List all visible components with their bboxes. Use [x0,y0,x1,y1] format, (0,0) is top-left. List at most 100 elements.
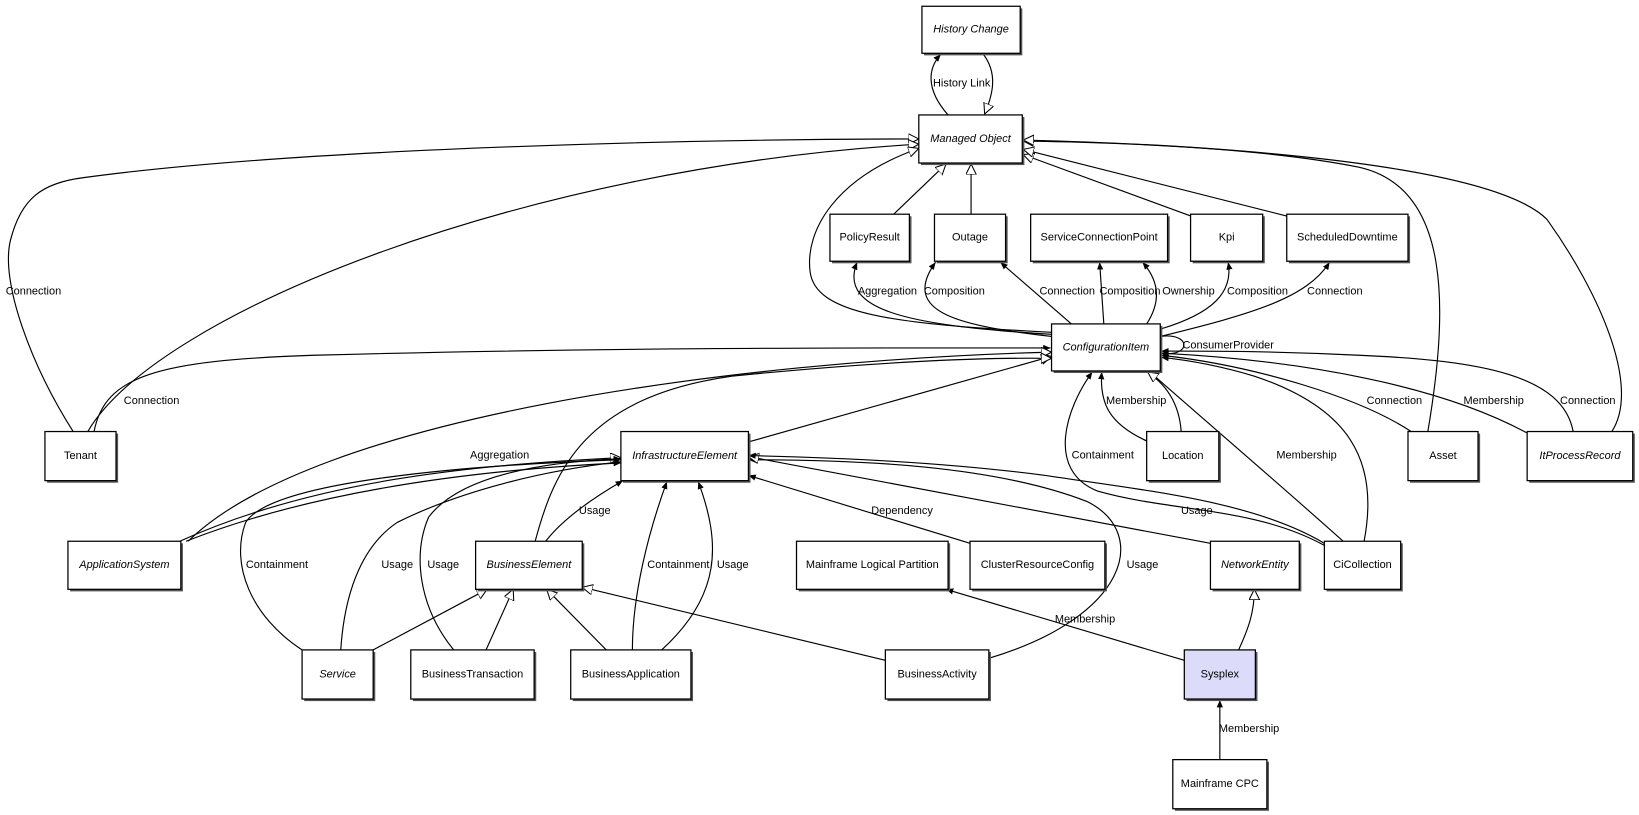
edge-tenant-mo [87,144,919,432]
class-business-transaction[interactable]: BusinessTransaction [410,649,537,702]
class-name: BusinessApplication [582,668,680,680]
class-outage[interactable]: Outage [933,213,1008,264]
label-bt-usage: Usage [427,559,459,571]
edge-kpi-mo [1023,155,1192,217]
class-business-element[interactable]: BusinessElement [474,540,585,592]
class-location[interactable]: Location [1146,430,1221,483]
class-configuration-item[interactable]: ConfigurationItem [1050,323,1163,374]
edge-ipr-ci-connection [1161,347,1574,432]
class-asset[interactable]: Asset [1407,430,1481,483]
class-name: Mainframe CPC [1181,778,1259,790]
label-ci-scp-ownership: Ownership [1162,285,1214,297]
class-history-change[interactable]: History Change [921,5,1023,56]
label-ci-outage-composition: Composition [924,285,985,297]
label-be-ie-usage: Usage [579,505,611,517]
class-name: ItProcessRecord [1539,450,1621,462]
box-frame [1407,430,1479,482]
box-frame [829,213,911,262]
class-name: ScheduledDowntime [1297,232,1398,244]
edge-ci-scp-composition [1097,262,1105,324]
class-name: History Change [933,24,1009,36]
class-name: Sysplex [1201,668,1240,680]
label-ci-policy-aggregation: Aggregation [858,285,917,297]
class-mainframe-logical-partition[interactable]: Mainframe Logical Partition [795,540,951,592]
edge-be-ci [534,358,1051,542]
edge-ba-be [547,589,607,651]
class-business-activity[interactable]: BusinessActivity [884,649,991,702]
edge-policyresult-mo [893,164,946,215]
box-frame [1050,323,1161,372]
class-name: Managed Object [930,133,1011,145]
label-cic-containment: Containment [1072,449,1134,461]
edge-ci-policyresult [851,262,1052,335]
class-kpi[interactable]: Kpi [1189,213,1265,264]
box-frame [921,5,1021,54]
edge-service-be [372,589,487,651]
label-ci-consumer-provider: ConsumerProvider [1182,340,1274,352]
class-it-process-record[interactable]: ItProcessRecord [1526,430,1635,483]
edge-networkentity-ie [748,457,1211,544]
class-name: BusinessElement [487,559,573,571]
box-frame [410,649,535,700]
box-frame [969,540,1106,590]
class-name: CiCollection [1333,559,1392,571]
edge-ci-scheduleddowntime [1160,261,1331,338]
class-service[interactable]: Service [301,649,376,702]
label-tenant-ci-connection: Connection [124,395,180,407]
edge-tenant-mo-connection [7,139,918,432]
class-name: ServiceConnectionPoint [1041,232,1158,244]
edge-bt-be [485,589,513,651]
label-location-membership: Membership [1106,395,1166,407]
class-name: Outage [952,232,988,244]
box-frame [570,649,692,700]
edge-cicollection-ci-containment [1064,371,1325,546]
label-ci-sd-connection: Connection [1307,285,1363,297]
edge-ci-mo [808,148,1052,333]
box-frame [474,540,583,590]
class-name: Tenant [64,450,97,462]
class-tenant[interactable]: Tenant [44,430,119,483]
box-frame [44,430,117,482]
class-application-system[interactable]: ApplicationSystem [67,540,183,592]
box-frame [1030,213,1169,262]
box-frame [1189,213,1264,262]
class-name: ConfigurationItem [1063,341,1150,353]
box-frame [884,649,990,700]
label-ci-scp-composition: Composition [1099,285,1160,297]
class-name: ApplicationSystem [78,559,169,571]
label-service-containment: Containment [246,559,308,571]
edge-history-link-out [930,53,949,116]
class-infrastructure-element[interactable]: InfrastructureElement [620,430,751,483]
edge-bactivity-ie-usage [748,456,1122,659]
class-mainframe-cpc[interactable]: Mainframe CPC [1172,758,1269,811]
label-ipr-connection: Connection [1560,395,1616,407]
class-managed-object[interactable]: Managed Object [918,114,1025,166]
class-name: BusinessActivity [897,668,977,680]
class-scheduled-downtime[interactable]: ScheduledDowntime [1286,213,1411,264]
edge-sysplex-networkentity [1238,589,1255,651]
class-name: BusinessTransaction [422,668,523,680]
label-ba-usage: Usage [717,559,749,571]
class-name: Asset [1429,450,1456,462]
edge-ci-kpi [1160,262,1233,330]
edge-appsys-ci [187,352,1051,542]
edge-service-ie-usage [340,459,621,650]
class-ci-collection[interactable]: CiCollection [1323,540,1403,592]
label-tenant-mo-connection: Connection [6,285,62,297]
edge-ipr-ci-membership [1161,350,1529,435]
class-cluster-resource-config[interactable]: ClusterResourceConfig [969,540,1107,592]
edge-tenant-ci-connection [93,344,1051,432]
class-business-application[interactable]: BusinessApplication [570,649,694,702]
label-cic-usage: Usage [1181,505,1213,517]
class-sysplex[interactable]: Sysplex [1183,649,1258,702]
box-frame [301,649,374,700]
box-frame [1323,540,1402,590]
label-sysplex-membership: Membership [1055,614,1115,626]
edge-cicollection-ie-usage [748,452,1325,544]
edge-ci-outage-composition [924,261,1052,338]
class-service-connection-point[interactable]: ServiceConnectionPoint [1030,213,1170,264]
class-network-entity[interactable]: NetworkEntity [1209,540,1302,592]
label-cic-membership: Membership [1276,449,1336,461]
class-policy-result[interactable]: PolicyResult [829,213,912,264]
